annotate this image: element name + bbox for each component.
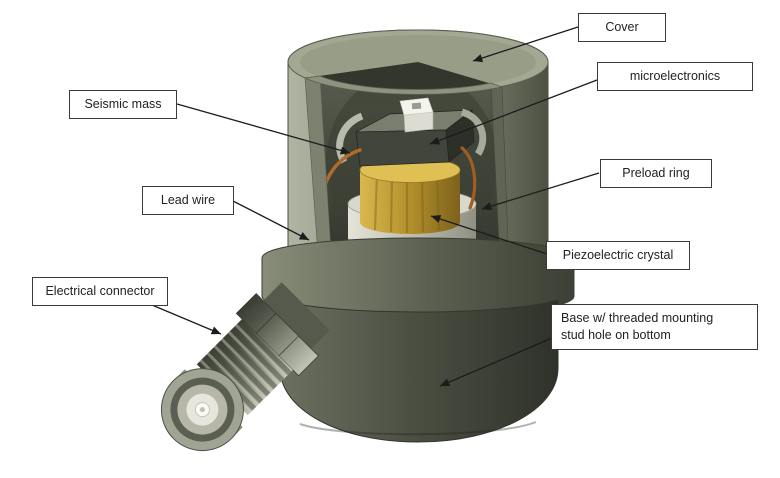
arrow-preload-ring: [481, 172, 600, 211]
seismic-mass-shape: [355, 109, 475, 167]
callout-arrows: [151, 26, 600, 387]
label-microelectronics: microelectronics: [597, 62, 753, 91]
label-base-line2: stud hole on bottom: [561, 327, 671, 342]
microelectronics-chip-shape: [399, 97, 434, 133]
arrow-seismic-mass: [176, 103, 351, 155]
lead-wire-right-shape: [460, 146, 477, 210]
interior-assembly: [320, 76, 499, 257]
arrow-piezoelectric-crystal: [430, 214, 548, 255]
arrow-microelectronics: [429, 79, 598, 145]
label-electrical-connector: Electrical connector: [32, 277, 168, 306]
clamp-arm-left: [336, 112, 364, 164]
arrow-cover: [472, 26, 579, 63]
label-base-line1: Base w/ threaded mounting: [561, 311, 714, 325]
piezoelectric-crystal-shape: [359, 157, 461, 234]
electrical-connector-shape: [160, 282, 330, 452]
label-lead-wire: Lead wire: [142, 186, 234, 215]
connector-threads: [199, 320, 292, 413]
label-piezoelectric-crystal: Piezoelectric crystal: [546, 241, 690, 270]
label-preload-ring: Preload ring: [600, 159, 712, 188]
arrow-electrical-connector: [151, 304, 222, 335]
clamp-arm-right: [460, 108, 487, 156]
label-base: Base w/ threaded mounting stud hole on b…: [551, 304, 758, 350]
connector-face: [160, 368, 244, 452]
label-seismic-mass: Seismic mass: [69, 90, 177, 119]
label-cover: Cover: [578, 13, 666, 42]
base-shape: [261, 237, 575, 443]
arrow-lead-wire: [232, 200, 310, 241]
arrow-base: [439, 337, 553, 387]
